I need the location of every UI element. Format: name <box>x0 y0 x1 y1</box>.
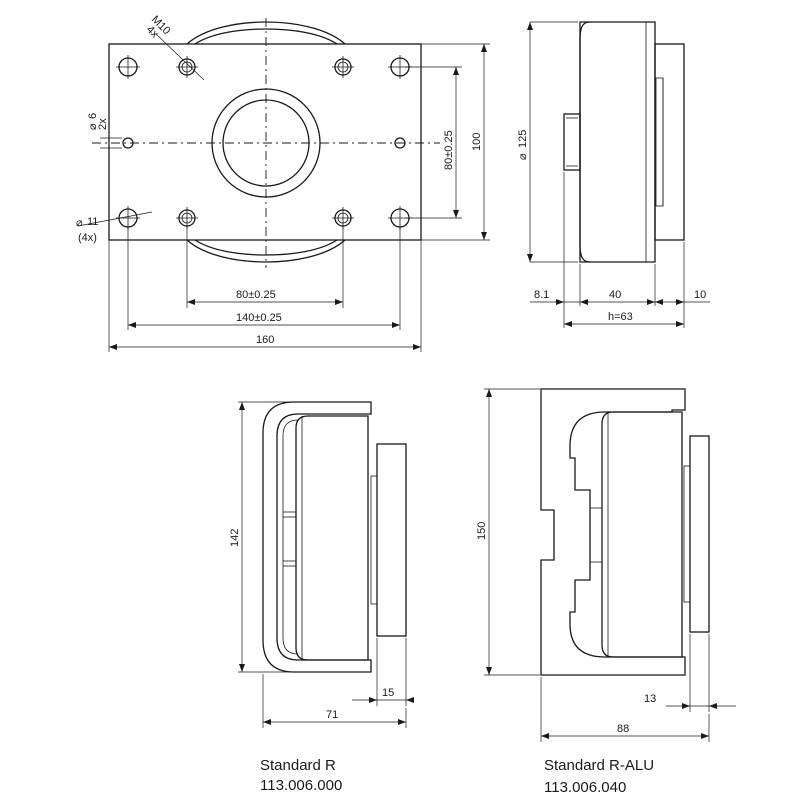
hub-inner <box>222 99 310 187</box>
dim-horiz-outer: 160 <box>256 334 274 346</box>
alu-dim-small: 13 <box>644 693 656 705</box>
thread-holes <box>176 56 354 229</box>
mount-hole-label: 11 <box>87 216 98 228</box>
side-left-plate <box>563 113 581 171</box>
side-body <box>579 21 656 263</box>
hub-outer <box>211 88 321 198</box>
top-view: M10 4x ⌀ 6 2x ⌀ 11 (4x) 80±0.25 100 80±0… <box>76 14 490 352</box>
side-right-plate <box>654 43 685 241</box>
pin-holes <box>122 137 406 149</box>
r-bracket <box>262 401 372 673</box>
pin-hole-label: 6 <box>87 113 99 119</box>
mount-count-label: (4x) <box>78 232 97 244</box>
r-dim-width: 71 <box>326 709 338 721</box>
thread-leader <box>155 33 205 81</box>
dim-horiz-inner: 80±0.25 <box>236 289 276 301</box>
body-arc-bottom <box>186 239 346 263</box>
side-view: ⌀ 125 8.1 40 10 h=63 <box>517 21 710 328</box>
r-name: Standard R <box>260 757 336 774</box>
side-diameter-symbol: ⌀ <box>517 153 529 160</box>
alu-dim-height: 150 <box>476 522 488 540</box>
mount-leader <box>77 211 153 227</box>
side-body-round <box>579 21 591 263</box>
mount-holes <box>116 55 412 230</box>
r-dim-small: 15 <box>382 687 394 699</box>
r-body <box>295 415 369 661</box>
pin-count-label: 2x <box>97 118 109 130</box>
alu-bracket <box>540 388 686 676</box>
alu-flange <box>689 435 710 633</box>
dim-vert-outer: 100 <box>471 133 483 151</box>
pin-diameter-symbol: ⌀ <box>87 123 99 130</box>
side-dim-left: 8.1 <box>534 289 549 301</box>
alu-dim-width: 88 <box>617 723 629 735</box>
r-flange <box>376 443 407 637</box>
alu-body <box>601 411 683 658</box>
mount-diameter-symbol: ⌀ <box>76 217 83 229</box>
r-part-no: 113.006.000 <box>260 777 342 794</box>
body-arc-top-inner <box>194 28 338 45</box>
side-height: h=63 <box>608 311 633 323</box>
alu-part-no: 113.006.040 <box>544 779 626 796</box>
side-diameter: 125 <box>517 130 529 148</box>
mounting-plate <box>108 43 422 241</box>
r-dim-height: 142 <box>229 529 241 547</box>
dim-horiz-mid: 140±0.25 <box>236 312 282 324</box>
dim-vert-inner: 80±0.25 <box>443 130 455 170</box>
alu-name: Standard R-ALU <box>544 757 654 774</box>
standard-r-view: 142 15 71 Standard R 113.006.000 <box>229 401 414 794</box>
standard-r-alu-view: 150 13 88 Standard R-ALU 113.006.040 <box>476 388 736 796</box>
side-dim-right: 10 <box>694 289 706 301</box>
side-dim-mid: 40 <box>609 289 621 301</box>
